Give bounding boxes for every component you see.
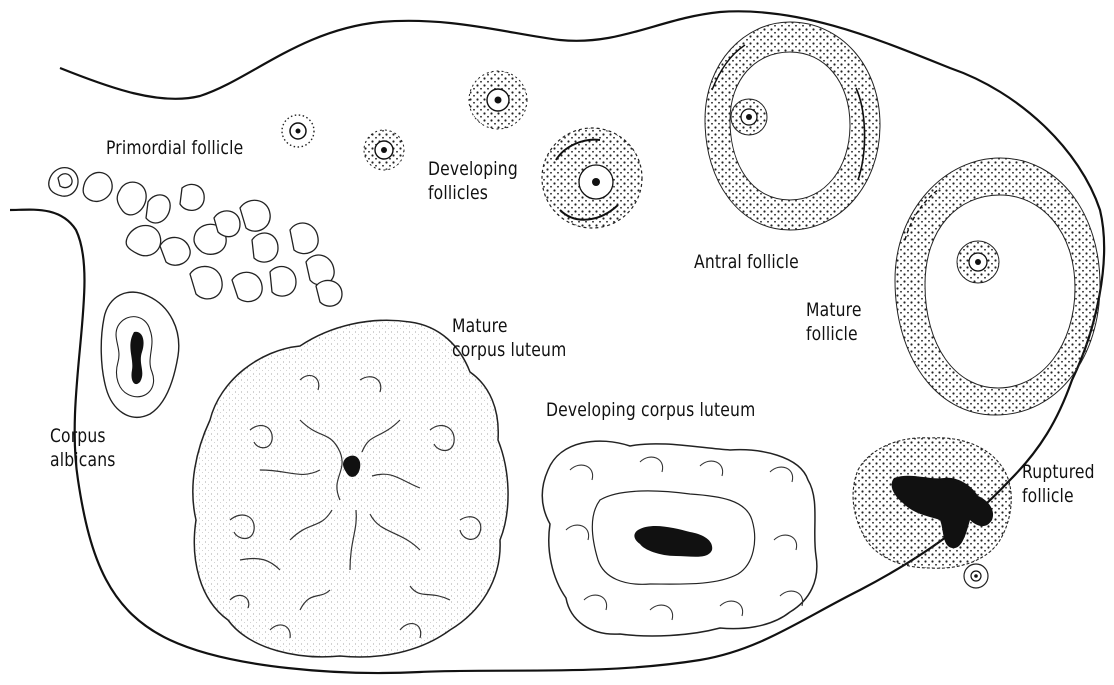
- label-developing-line1: Developing: [428, 157, 518, 181]
- label-corpus-line1: Corpus: [50, 424, 116, 448]
- label-mature-follicle-line1: Mature: [806, 298, 862, 322]
- primordial-follicle: [282, 115, 314, 147]
- label-antral-follicle: Antral follicle: [694, 250, 799, 274]
- label-mature-cl-line1: Mature: [452, 314, 566, 338]
- label-mature-follicle: Mature follicle: [806, 298, 862, 346]
- label-corpus-line2: albicans: [50, 448, 116, 472]
- developing-follicle-small: [364, 130, 404, 170]
- label-mature-cl-line2: corpus luteum: [452, 338, 566, 362]
- label-ruptured-follicle: Ruptured follicle: [1022, 460, 1095, 508]
- label-developing-cl-text: Developing corpus luteum: [546, 399, 755, 421]
- label-mature-corpus-luteum: Mature corpus luteum: [452, 314, 566, 362]
- mature-corpus-luteum: [193, 320, 508, 657]
- label-antral-text: Antral follicle: [694, 251, 799, 273]
- ruptured-follicle: [853, 438, 1011, 588]
- mature-follicle: [895, 158, 1100, 415]
- label-developing-corpus-luteum: Developing corpus luteum: [546, 398, 755, 422]
- label-ruptured-line2: follicle: [1022, 484, 1095, 508]
- label-primordial-text: Primordial follicle: [106, 137, 243, 159]
- corpus-albicans-blobs: [49, 168, 342, 307]
- developing-corpus-luteum: [542, 441, 817, 636]
- developing-follicle-medium: [469, 71, 527, 129]
- label-developing-line2: follicles: [428, 181, 518, 205]
- developing-follicle-large: [542, 128, 642, 228]
- corpus-albicans: [101, 292, 179, 417]
- label-primordial-follicle: Primordial follicle: [106, 136, 243, 160]
- antral-follicle: [705, 22, 880, 230]
- label-mature-follicle-line2: follicle: [806, 322, 862, 346]
- label-developing-follicles: Developing follicles: [428, 157, 518, 205]
- label-corpus-albicans: Corpus albicans: [50, 424, 116, 472]
- label-ruptured-line1: Ruptured: [1022, 460, 1095, 484]
